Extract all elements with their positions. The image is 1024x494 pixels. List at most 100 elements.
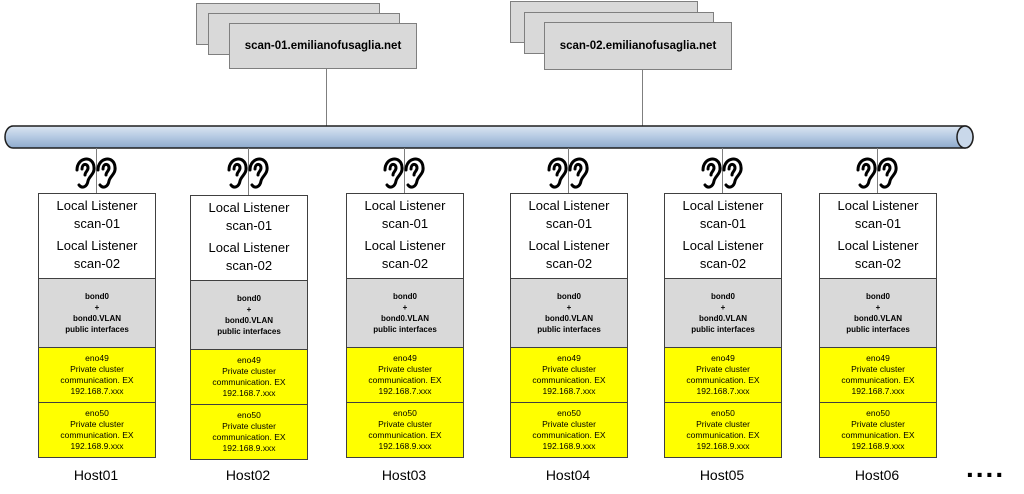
interface-name: eno49 [711, 353, 735, 363]
bond-plus: + [94, 303, 100, 312]
ear-icon [225, 152, 271, 192]
host-block-1: Local Listener scan-01 Local Listener sc… [38, 193, 156, 458]
ip-range: 192.168.9.xxx [70, 441, 124, 451]
public-interfaces-label: public interfaces [373, 325, 437, 334]
bond-vlan-label: bond0.VLAN [381, 314, 429, 323]
public-interfaces-section: bond0 + bond0.VLAN public interfaces [347, 278, 463, 347]
bond-label: bond0 [866, 292, 890, 301]
listener-label: Local Listener [364, 198, 446, 213]
ip-range: 192.168.9.xxx [222, 443, 276, 453]
host-label: Host02 [225, 467, 271, 483]
ip-range: 192.168.9.xxx [851, 441, 905, 451]
scan-server-card: scan-01.emilianofusaglia.net [229, 23, 417, 69]
bond-plus: + [566, 303, 572, 312]
bond-label: bond0 [237, 294, 261, 303]
private-interface-eno49: eno49 Private cluster communication. EX … [191, 349, 307, 404]
bond-vlan-label: bond0.VLAN [225, 316, 273, 325]
interface-name: eno50 [711, 408, 735, 418]
private-desc-1: Private cluster [851, 419, 905, 429]
public-interfaces-section: bond0 + bond0.VLAN public interfaces [511, 278, 627, 347]
listener-label: Local Listener [528, 198, 610, 213]
listener-scan2: scan-02 [73, 256, 121, 271]
private-interface-eno50: eno50 Private cluster communication. EX … [665, 402, 781, 457]
private-desc-2: communication. EX [686, 375, 760, 385]
listener-scan1: scan-01 [699, 216, 747, 231]
ear-icon [381, 152, 427, 192]
interface-name: eno49 [85, 353, 109, 363]
public-interfaces-label: public interfaces [65, 325, 129, 334]
private-desc-2: communication. EX [60, 375, 134, 385]
host-connector-line [96, 148, 97, 193]
public-interfaces-section: bond0 + bond0.VLAN public interfaces [191, 280, 307, 349]
scan2-connector-line [642, 69, 643, 126]
listener-label: Local Listener [56, 198, 138, 213]
ip-range: 192.168.7.xxx [378, 386, 432, 396]
listener-section: Local Listener scan-01 Local Listener sc… [347, 194, 463, 278]
public-interfaces-section: bond0 + bond0.VLAN public interfaces [39, 278, 155, 347]
host-block-3: Local Listener scan-01 Local Listener sc… [346, 193, 464, 458]
bond-plus: + [246, 305, 252, 314]
ip-range: 192.168.7.xxx [222, 388, 276, 398]
network-bus [4, 125, 974, 149]
scan1-connector-line [326, 68, 327, 126]
host-label: Host05 [699, 467, 745, 483]
listener-label: Local Listener [364, 238, 446, 253]
private-desc-2: communication. EX [841, 375, 915, 385]
public-interfaces-label: public interfaces [537, 325, 601, 334]
listener-label: Local Listener [682, 198, 764, 213]
host-block-4: Local Listener scan-01 Local Listener sc… [510, 193, 628, 458]
ip-range: 192.168.9.xxx [378, 441, 432, 451]
listener-scan1: scan-01 [73, 216, 121, 231]
interface-name: eno50 [393, 408, 417, 418]
private-interface-eno50: eno50 Private cluster communication. EX … [820, 402, 936, 457]
private-interface-eno49: eno49 Private cluster communication. EX … [347, 347, 463, 402]
public-interfaces-label: public interfaces [846, 325, 910, 334]
listener-label: Local Listener [837, 198, 919, 213]
ip-range: 192.168.7.xxx [70, 386, 124, 396]
listener-label: Local Listener [56, 238, 138, 253]
listener-scan2: scan-02 [854, 256, 902, 271]
private-interface-eno49: eno49 Private cluster communication. EX … [39, 347, 155, 402]
interface-name: eno50 [557, 408, 581, 418]
private-interface-eno49: eno49 Private cluster communication. EX … [820, 347, 936, 402]
bond-vlan-label: bond0.VLAN [545, 314, 593, 323]
bond-vlan-label: bond0.VLAN [854, 314, 902, 323]
private-desc-2: communication. EX [368, 430, 442, 440]
listener-label: Local Listener [528, 238, 610, 253]
host-connector-line [722, 148, 723, 193]
listener-scan2: scan-02 [225, 258, 273, 273]
ip-range: 192.168.7.xxx [542, 386, 596, 396]
host-connector-line [248, 148, 249, 195]
listener-scan1: scan-01 [225, 218, 273, 233]
listener-scan2: scan-02 [381, 256, 429, 271]
private-desc-2: communication. EX [212, 432, 286, 442]
host-label: Host04 [545, 467, 591, 483]
public-interfaces-section: bond0 + bond0.VLAN public interfaces [820, 278, 936, 347]
listener-label: Local Listener [837, 238, 919, 253]
private-desc-2: communication. EX [841, 430, 915, 440]
private-desc-2: communication. EX [60, 430, 134, 440]
private-desc-1: Private cluster [222, 366, 276, 376]
listener-scan1: scan-01 [545, 216, 593, 231]
bond-label: bond0 [393, 292, 417, 301]
host-connector-line [877, 148, 878, 193]
ip-range: 192.168.7.xxx [696, 386, 750, 396]
scan-server-label: scan-01.emilianofusaglia.net [244, 40, 402, 52]
host-label: Host03 [381, 467, 427, 483]
ip-range: 192.168.7.xxx [851, 386, 905, 396]
private-desc-1: Private cluster [542, 364, 596, 374]
host-block-2: Local Listener scan-01 Local Listener sc… [190, 195, 308, 460]
private-desc-1: Private cluster [851, 364, 905, 374]
listener-scan1: scan-01 [854, 216, 902, 231]
host-block-5: Local Listener scan-01 Local Listener sc… [664, 193, 782, 458]
private-desc-1: Private cluster [70, 364, 124, 374]
private-desc-1: Private cluster [70, 419, 124, 429]
bond-label: bond0 [85, 292, 109, 301]
private-desc-1: Private cluster [378, 419, 432, 429]
private-desc-1: Private cluster [696, 364, 750, 374]
private-desc-2: communication. EX [212, 377, 286, 387]
bond-label: bond0 [557, 292, 581, 301]
listener-scan2: scan-02 [545, 256, 593, 271]
ip-range: 192.168.9.xxx [542, 441, 596, 451]
listener-label: Local Listener [682, 238, 764, 253]
